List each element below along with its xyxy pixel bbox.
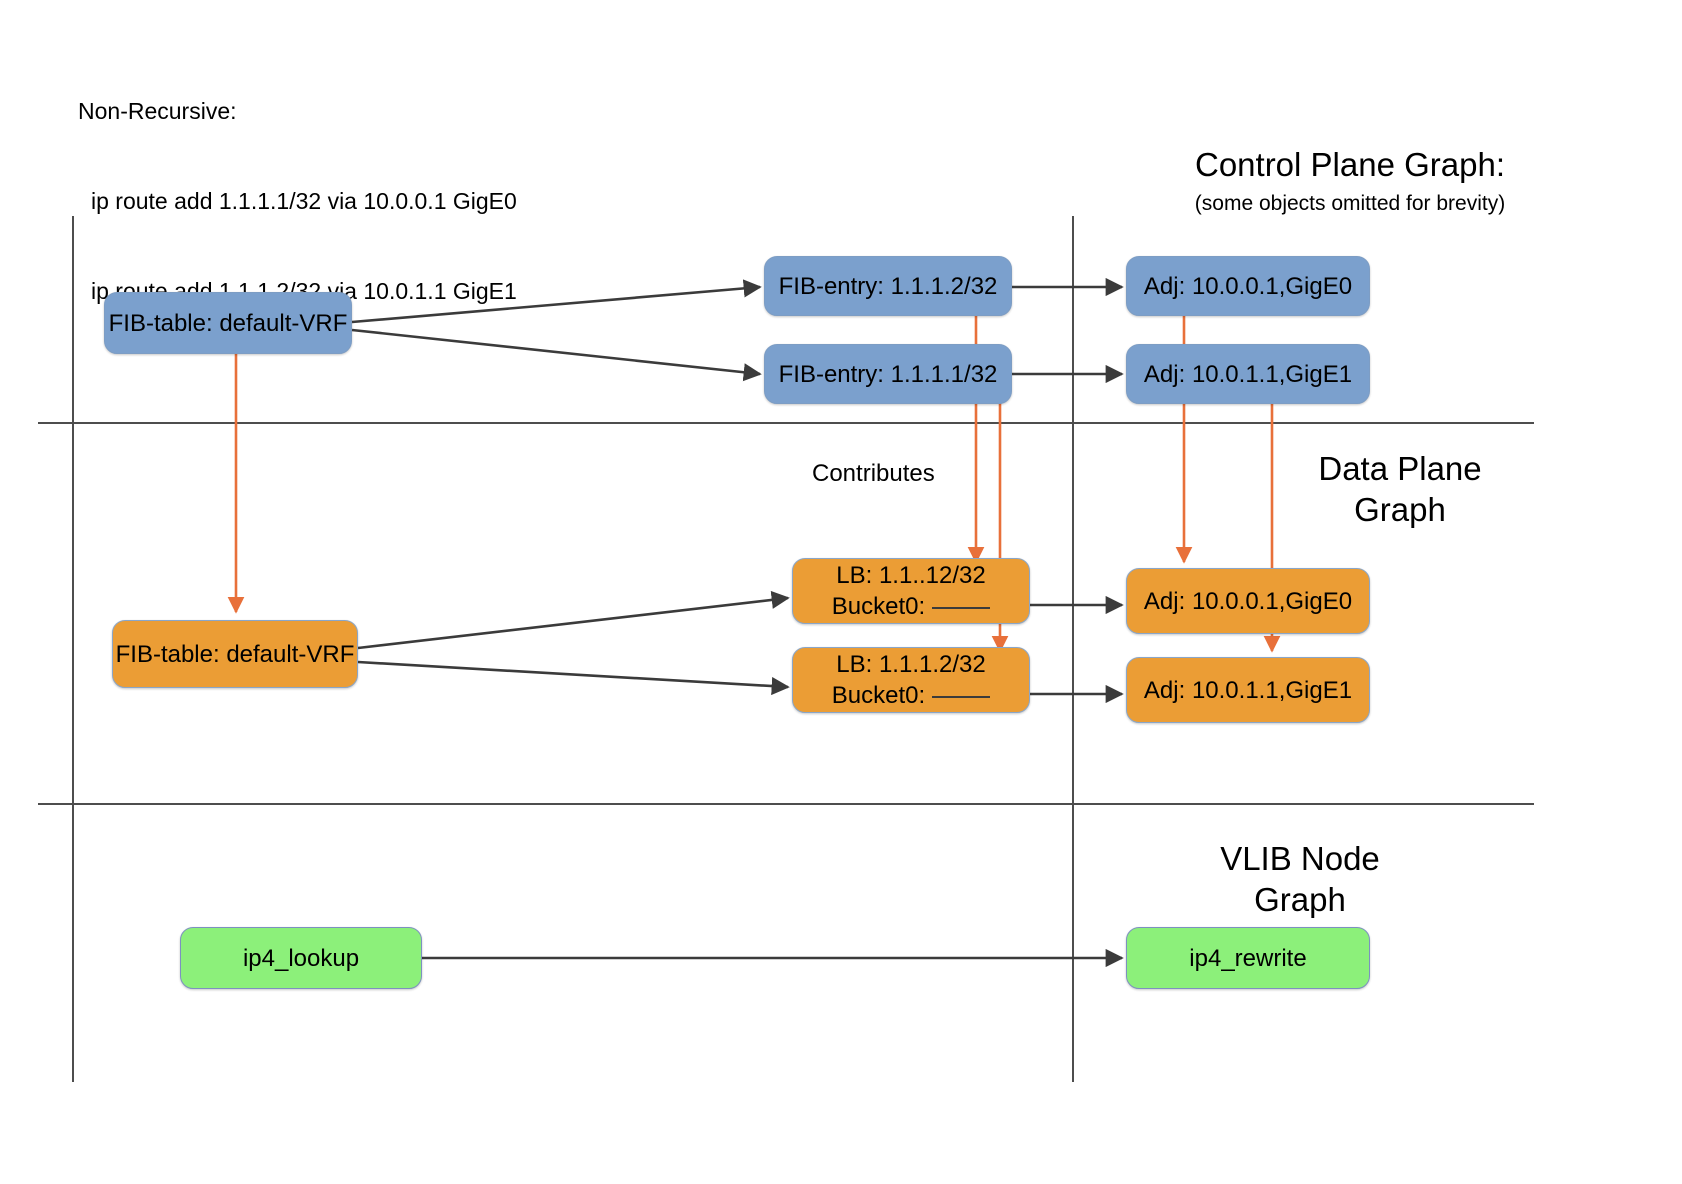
node-cp-fib-table[interactable]: FIB-table: default-VRF (104, 292, 352, 354)
node-cp-fib-entry-1112[interactable]: FIB-entry: 1.1.1.2/32 (764, 256, 1012, 316)
lane-divider-control-data (38, 422, 1534, 424)
control-plane-title: Control Plane Graph: (1194, 146, 1505, 183)
vlib-node-graph-title: VLIB Node Graph (1220, 840, 1380, 918)
node-bucket-label: Bucket0: (831, 682, 926, 709)
node-label: LB: 1.1..12/32 (836, 562, 986, 589)
node-label: LB: 1.1.1.2/32 (836, 651, 986, 678)
node-label: Adj: 10.0.0.1,GigE0 (1143, 272, 1353, 300)
node-dp-fib-table[interactable]: FIB-table: default-VRF (112, 620, 358, 688)
edge-dp-table-to-lb0 (357, 590, 790, 650)
node-vlib-ip4-lookup[interactable]: ip4_lookup (180, 927, 422, 989)
node-vlib-ip4-rewrite[interactable]: ip4_rewrite (1126, 927, 1370, 989)
node-cp-adj-gige1[interactable]: Adj: 10.0.1.1,GigE1 (1126, 344, 1370, 404)
node-bucket-label: Bucket0: (831, 593, 926, 620)
contributes-label: Contributes (812, 460, 935, 487)
bucket-connector-stub (932, 695, 991, 698)
note-route-1: ip route add 1.1.1.1/32 via 10.0.0.1 Gig… (91, 188, 517, 214)
edge-dp-table-to-lb1 (357, 660, 790, 696)
node-bucket-row: Bucket0: (793, 591, 1029, 622)
node-label: Adj: 10.0.1.1,GigE1 (1143, 676, 1353, 704)
node-label: ip4_rewrite (1189, 944, 1307, 972)
node-label: FIB-entry: 1.1.1.1/32 (778, 360, 998, 388)
lane-divider-left-vertical (72, 216, 74, 1082)
node-cp-adj-gige0[interactable]: Adj: 10.0.0.1,GigE0 (1126, 256, 1370, 316)
lane-divider-right-vertical (1072, 216, 1074, 1082)
node-dp-lb-1[interactable]: LB: 1.1.1.2/32 Bucket0: (792, 647, 1030, 713)
node-dp-adj-gige0[interactable]: Adj: 10.0.0.1,GigE0 (1126, 568, 1370, 634)
lane-divider-data-vlib (38, 803, 1534, 805)
node-cp-fib-entry-1111[interactable]: FIB-entry: 1.1.1.1/32 (764, 344, 1012, 404)
data-plane-title: Data Plane Graph (1318, 450, 1482, 528)
node-label: Adj: 10.0.1.1,GigE1 (1143, 360, 1353, 388)
bucket-connector-stub (932, 606, 991, 609)
node-label: FIB-table: default-VRF (108, 309, 348, 337)
node-dp-lb-0[interactable]: LB: 1.1..12/32 Bucket0: (792, 558, 1030, 624)
node-label: Adj: 10.0.0.1,GigE0 (1143, 587, 1353, 615)
node-label: ip4_lookup (242, 944, 360, 972)
node-dp-adj-gige1[interactable]: Adj: 10.0.1.1,GigE1 (1126, 657, 1370, 723)
node-label: FIB-table: default-VRF (115, 640, 355, 668)
control-plane-subtitle: (some objects omitted for brevity) (1194, 192, 1506, 215)
node-label: FIB-entry: 1.1.1.2/32 (778, 272, 998, 300)
node-bucket-row: Bucket0: (793, 680, 1029, 711)
note-title: Non-Recursive: (78, 98, 237, 124)
